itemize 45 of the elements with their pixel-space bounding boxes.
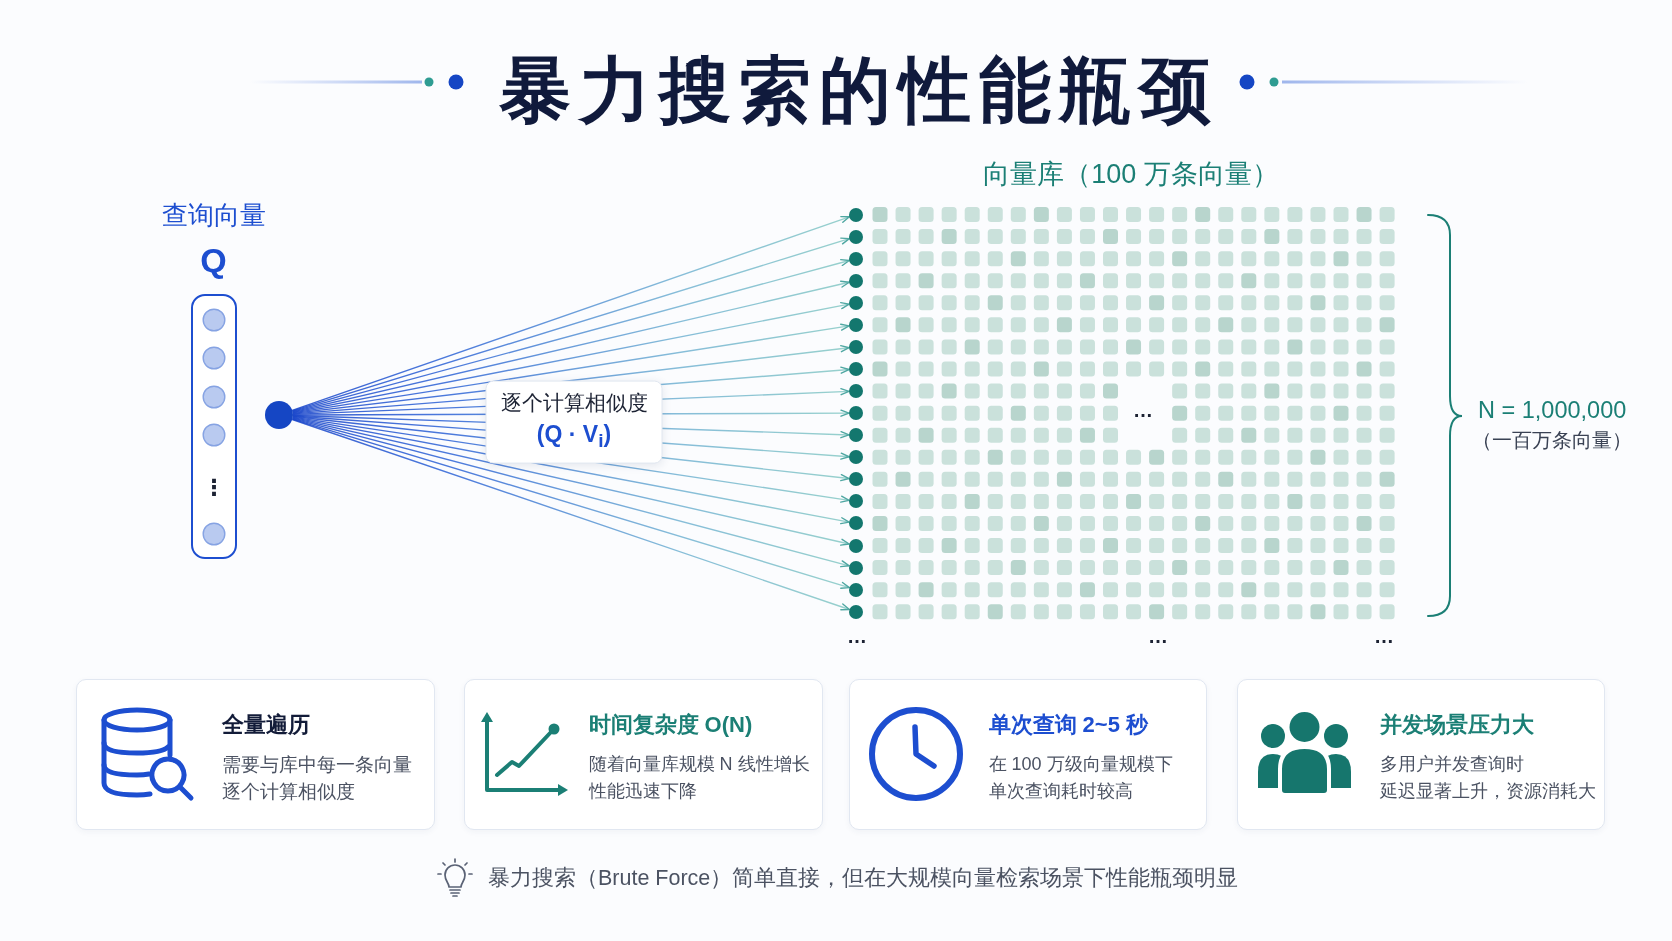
row-dot — [849, 494, 863, 509]
row-dot — [849, 406, 863, 421]
grid-heading: 向量库（100 万条向量） — [983, 157, 1279, 191]
row-dot — [849, 516, 863, 531]
count-note: （一百万条向量） — [1472, 429, 1632, 453]
info-card — [1237, 679, 1605, 830]
card-title: 全量遍历 — [221, 711, 310, 738]
card-text: 多用户并发查询时延迟显著上升，资源消耗大 — [1379, 753, 1596, 803]
row-dot — [849, 604, 863, 619]
ellipsis: … — [1133, 398, 1153, 422]
row-dot — [849, 582, 863, 597]
count-text: N = 1,000,000 — [1478, 395, 1627, 425]
source-dot — [265, 401, 293, 429]
info-card — [464, 679, 823, 830]
row-dot — [849, 538, 863, 553]
row-dot — [849, 339, 863, 354]
edge-label: 逐个计算相似度 (Q · V$_{i}$) — [485, 380, 663, 464]
card-text: 在 100 万级向量规模下单次查询耗时较高 — [988, 753, 1173, 803]
row-dot — [849, 251, 863, 266]
card-title: 并发场景压力大 — [1379, 711, 1534, 738]
row-dot — [849, 362, 863, 376]
card-text: 随着向量库规模 N 线性增长性能迅速下降 — [588, 753, 810, 803]
row-dot — [849, 384, 863, 399]
ellipsis: … — [1148, 624, 1168, 648]
row-dot — [849, 207, 863, 222]
card-text: 需要与库中每一条向量逐个计算相似度 — [221, 753, 412, 804]
vector-symbol: Q — [200, 239, 227, 280]
row-dot — [849, 317, 863, 332]
vector-heading: 查询向量 — [161, 199, 266, 232]
row-dot — [849, 560, 863, 575]
row-dot — [849, 273, 863, 288]
row-dot — [849, 295, 863, 310]
page-title: 暴力搜索的性能瓶颈 — [499, 48, 1219, 132]
row-dot — [849, 472, 863, 487]
ellipsis: … — [847, 624, 867, 648]
info-card — [76, 679, 435, 830]
row-dot — [849, 450, 863, 465]
row-dot — [849, 229, 863, 244]
footer-caption: 暴力搜索（Brute Force）简单直接，但在大规模向量检索场景下性能瓶颈明显 — [488, 866, 1239, 892]
info-card — [849, 679, 1207, 830]
card-title: 单次查询 2~5 秒 — [988, 711, 1149, 738]
card-title: 时间复杂度 O(N) — [588, 711, 753, 738]
ellipsis: ⋮ — [203, 474, 225, 502]
ellipsis: … — [1374, 624, 1394, 648]
row-dot — [849, 428, 863, 443]
